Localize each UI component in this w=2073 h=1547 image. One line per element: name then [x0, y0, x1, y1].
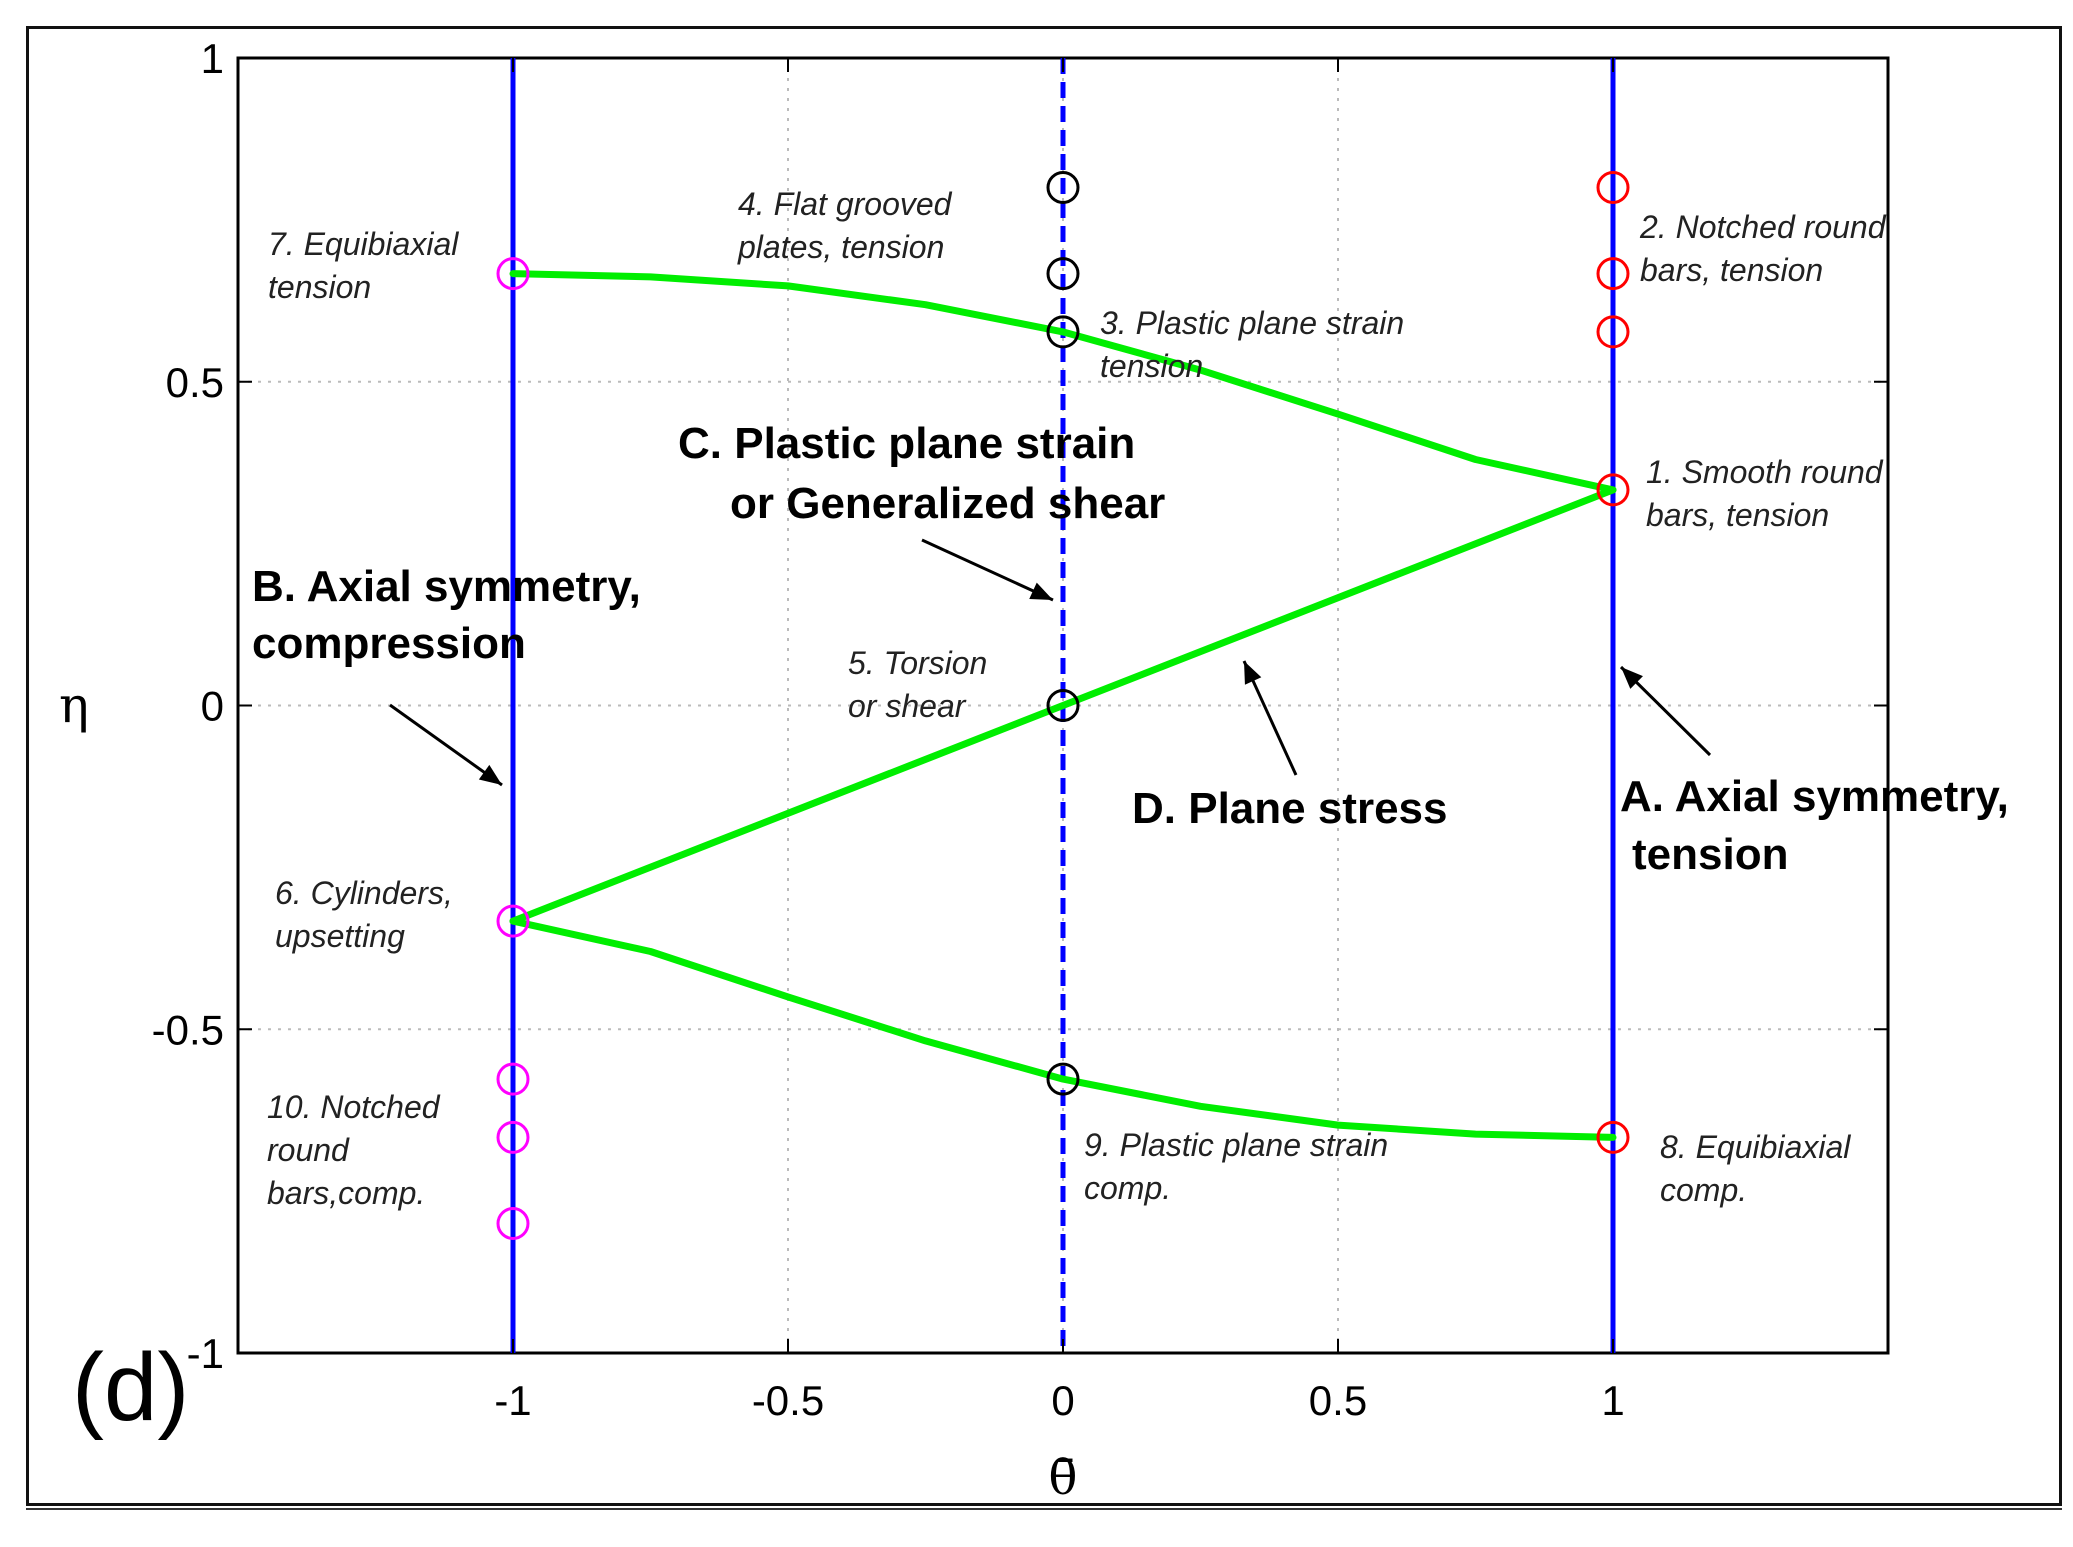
annotations: 4. Flat grooved plates, tension 7. Equibia…: [252, 186, 2009, 1211]
annotation-italic: 5. Torsion: [848, 645, 987, 681]
marker-red-2: [1596, 257, 1630, 291]
marker-magenta-12: [496, 1062, 530, 1096]
arrow-c-head: [1029, 582, 1053, 600]
annotation-italic: 4. Flat grooved: [738, 186, 953, 222]
figure-frame: [26, 26, 2062, 1506]
marker-black-5: [1046, 171, 1080, 204]
marker-magenta-13: [496, 1120, 530, 1154]
plane-stress-curve-1: [509, 486, 1617, 925]
marker-magenta-11: [496, 904, 530, 938]
marker-black-6: [1046, 257, 1080, 291]
y-tick-label: -0.5: [152, 1006, 224, 1053]
arrow-d-head: [1244, 661, 1262, 685]
data-markers: [496, 171, 1630, 1240]
annotation-italic: plates, tension: [737, 229, 944, 265]
annotation-bold: C. Plastic plane strain: [678, 419, 1135, 468]
tick-labels: -1 -0.5 0 0.5 1 1 0.5 0 -0.5 -1: [152, 35, 1888, 1424]
annotation-italic: bars, tension: [1646, 497, 1829, 533]
annotation-italic: 8. Equibiaxial: [1660, 1129, 1851, 1165]
marker-red-0: [1596, 473, 1630, 507]
y-tick-label: -1: [187, 1330, 224, 1377]
y-axis-label: η: [59, 676, 89, 734]
annotation-arrows: [389, 538, 1712, 787]
annotation-bold: D. Plane stress: [1132, 784, 1448, 833]
plane-stress-curve-0: [509, 270, 1617, 494]
x-tick-label: 1: [1601, 1377, 1624, 1424]
annotation-italic: comp.: [1084, 1170, 1171, 1206]
annotation-italic: 7. Equibiaxial: [268, 226, 459, 262]
annotation-italic: bars, tension: [1640, 252, 1823, 288]
annotation-bold: or Generalized shear: [730, 479, 1165, 528]
annotation-italic: 1. Smooth round: [1646, 454, 1884, 490]
annotation-italic: round: [267, 1132, 350, 1168]
plane-stress-curve-2: [509, 917, 1617, 1141]
y-tick-label: 1: [201, 35, 224, 82]
marker-red-4: [1596, 1120, 1630, 1154]
bottom-rule: [26, 1508, 2062, 1510]
arrow-c-shaft: [921, 538, 1054, 602]
annotation-italic: 2. Notched round: [1639, 209, 1887, 245]
x-tick-label: -1: [494, 1377, 531, 1424]
annotation-italic: upsetting: [275, 918, 405, 954]
annotation-italic: 9. Plastic plane strain: [1084, 1127, 1388, 1163]
y-tick-label: 0.5: [166, 359, 224, 406]
annotation-italic: comp.: [1660, 1172, 1747, 1208]
marker-black-9: [1046, 1062, 1080, 1096]
x-tick-label: 0.5: [1309, 1377, 1367, 1424]
y-tick-label: 0: [201, 683, 224, 730]
arrow-b-shaft: [389, 703, 503, 787]
marker-red-3: [1596, 171, 1630, 204]
x-axis-label: θ̄: [1049, 1450, 1078, 1506]
plane-stress-curves: [509, 270, 1617, 1141]
annotation-italic: 10. Notched: [267, 1089, 441, 1125]
annotation-italic: 3. Plastic plane strain: [1100, 305, 1404, 341]
annotation-italic: tension: [268, 269, 371, 305]
arrow-b-head: [478, 764, 502, 785]
x-tick-label: -0.5: [752, 1377, 824, 1424]
annotation-italic: 6. Cylinders,: [275, 875, 453, 911]
x-tick-label: 0: [1051, 1377, 1074, 1424]
marker-black-8: [1046, 689, 1080, 722]
annotation-bold: tension: [1632, 830, 1788, 879]
marker-magenta-14: [496, 1207, 530, 1240]
annotation-italic: bars,comp.: [267, 1175, 425, 1211]
marker-black-7: [1046, 315, 1080, 349]
panel-label: (d): [72, 1334, 189, 1441]
annotation-bold: A. Axial symmetry,: [1620, 772, 2009, 821]
annotation-italic: tension: [1100, 348, 1203, 384]
marker-red-1: [1596, 315, 1630, 349]
arrow-a-head: [1621, 667, 1643, 689]
annotation-bold: B. Axial symmetry,: [252, 562, 641, 611]
marker-magenta-10: [496, 257, 530, 291]
annotation-italic: or shear: [848, 688, 967, 724]
annotation-bold: compression: [252, 619, 526, 668]
